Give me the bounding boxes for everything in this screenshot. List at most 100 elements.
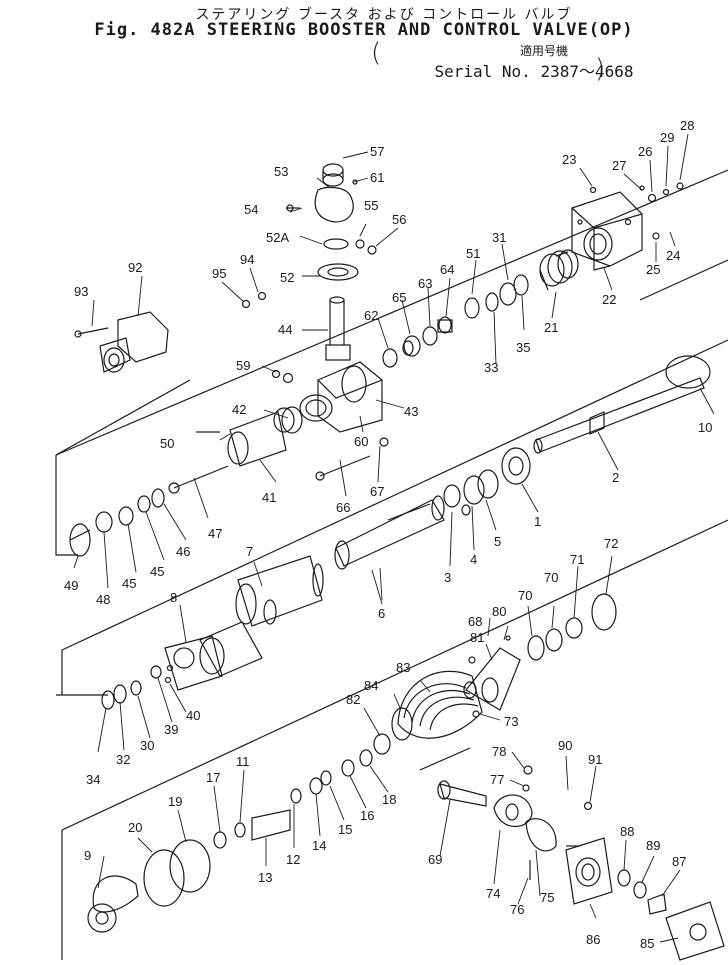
callout-80: 80 [492,604,506,619]
cylinder-group-47-49 [69,407,389,557]
callout-86: 86 [586,932,600,947]
callout-33: 33 [484,360,498,375]
callout-63: 63 [418,276,432,291]
flange-86 [565,801,725,961]
callout-44: 44 [278,322,292,337]
assembly-boundary-lines [55,169,728,960]
callout-11: 11 [236,754,250,769]
end-cover-8 [164,635,223,691]
callout-35: 35 [516,340,530,355]
callout-75: 75 [540,890,554,905]
callout-15: 15 [338,822,352,837]
callout-77: 77 [490,772,504,787]
callout-4: 4 [470,552,477,567]
piston-rod-2 [533,355,711,454]
callout-94: 94 [240,252,254,267]
seal-rings-row3 [101,665,172,710]
small-parts-row1 [382,182,684,368]
callout-50: 50 [160,436,174,451]
callout-85: 85 [640,936,654,951]
callout-43: 43 [404,404,418,419]
leader-lines [73,133,715,943]
callout-78: 78 [492,744,506,759]
callout-73: 73 [504,714,518,729]
callout-39: 39 [164,722,178,737]
callout-21: 21 [544,320,558,335]
callout-64: 64 [440,262,454,277]
callout-26: 26 [638,144,652,159]
callout-56: 56 [392,212,406,227]
callout-28: 28 [680,118,694,133]
callout-49: 49 [64,578,78,593]
callout-82: 82 [346,692,360,707]
callout-41: 41 [262,490,276,505]
callout-5: 5 [494,534,501,549]
valve-housing-22 [571,191,643,271]
callout-47: 47 [208,526,222,541]
callout-30: 30 [140,738,154,753]
bracket-92 [74,291,294,384]
shaft-44-flange-43 [281,263,383,434]
callout-65: 65 [392,290,406,305]
callout-7: 7 [246,544,253,559]
callout-13: 13 [258,870,272,885]
callout-53: 53 [274,164,288,179]
japanese-title: ステアリング ブースタ および コントロール バルブ [195,7,573,23]
callout-95: 95 [212,266,226,281]
callout-61: 61 [370,170,384,185]
callout-3: 3 [444,570,451,585]
callout-70a: 70 [518,588,532,603]
callout-87: 87 [672,854,686,869]
callout-48: 48 [96,592,110,607]
upper-fittings-53-57 [286,163,377,255]
callout-52: 52 [280,270,294,285]
cylinder-group-row2 [199,447,531,677]
callout-60: 60 [354,434,368,449]
figure-title: Fig. 482A STEERING BOOSTER AND CONTROL V… [94,20,634,40]
callout-2: 2 [612,470,619,485]
right-paren: ) [595,54,606,84]
callout-68: 68 [468,614,482,629]
left-paren: ( [371,38,382,68]
callout-31: 31 [492,230,506,245]
callout-84: 84 [364,678,378,693]
callout-51: 51 [466,246,480,261]
callout-93: 93 [74,284,88,299]
callout-40: 40 [186,708,200,723]
callout-45b: 45 [122,576,136,591]
callout-34: 34 [86,772,100,787]
callout-24: 24 [666,248,680,263]
callout-18: 18 [382,792,396,807]
callout-20: 20 [128,820,142,835]
spool-21 [539,249,579,291]
callout-62: 62 [364,308,378,323]
callout-90: 90 [558,738,572,753]
callout-70b: 70 [544,570,558,585]
callout-57: 57 [370,144,384,159]
callout-46: 46 [176,544,190,559]
callout-69: 69 [428,852,442,867]
callout-17: 17 [206,770,220,785]
callout-1: 1 [534,514,541,529]
callout-89: 89 [646,838,660,853]
callout-42: 42 [232,402,246,417]
callout-76: 76 [510,902,524,917]
callout-16: 16 [360,808,374,823]
callout-83: 83 [396,660,410,675]
callout-6: 6 [378,606,385,621]
booster-83-group [373,593,617,755]
callout-32: 32 [116,752,130,767]
callout-22: 22 [602,292,616,307]
callout-10: 10 [698,420,712,435]
shaft-69 [437,765,557,880]
callout-29: 29 [660,130,674,145]
callout-72: 72 [604,536,618,551]
callout-52a: 52A [266,230,289,245]
callout-71: 71 [570,552,584,567]
callout-91: 91 [588,752,602,767]
callout-59: 59 [236,358,250,373]
callout-55: 55 [364,198,378,213]
callout-45a: 45 [150,564,164,579]
callout-19: 19 [168,794,182,809]
